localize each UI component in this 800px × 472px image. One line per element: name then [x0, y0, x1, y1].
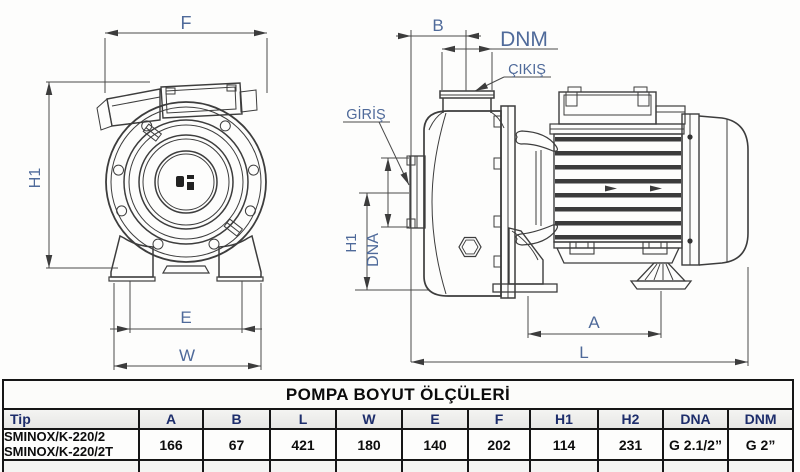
lantern-arms — [515, 130, 559, 246]
side-view — [406, 86, 749, 299]
value-cell-b: 67 — [202, 428, 271, 461]
fan-cover — [698, 115, 749, 266]
dim-label-e: E — [180, 308, 191, 327]
flange-tab — [142, 123, 244, 237]
inlet-port — [406, 155, 426, 229]
value-cell-a: 166 — [138, 428, 204, 461]
value-cell-f: 202 — [467, 428, 531, 461]
side-dimensions — [343, 30, 749, 366]
front-dimensions — [45, 29, 268, 370]
header-cell-tip: Tip — [2, 408, 140, 430]
front-dimension-labels: F H1 E W — [27, 13, 195, 365]
value-cell-l: 421 — [269, 428, 337, 461]
table-clipped-row — [2, 459, 795, 472]
front-casing-circles — [105, 101, 267, 263]
table-data-row: SMINOX/K-220/2 SMINOX/K-220/2T 166 67 42… — [2, 428, 795, 461]
mounting-flange — [493, 105, 516, 299]
dim-label-b: B — [432, 16, 443, 35]
front-terminal-box — [96, 82, 258, 131]
model-cell: SMINOX/K-220/2 SMINOX/K-220/2T — [2, 428, 140, 461]
header-cell-b: B — [202, 408, 271, 430]
table-header-row: Tip A B L W E F H1 H2 DNA DNM — [2, 408, 795, 430]
header-cell-l: L — [269, 408, 337, 430]
motor-top-cap — [549, 123, 685, 135]
header-cell-dna: DNA — [662, 408, 729, 430]
drain-plug — [458, 236, 482, 258]
value-cell-e: 140 — [401, 428, 469, 461]
model-name-1: SMINOX/K-220/2 — [4, 429, 106, 444]
pump-technical-drawing: F H1 E W — [27, 13, 749, 370]
value-cell-dna: G 2.1/2” — [662, 428, 729, 461]
dim-label-l: L — [579, 343, 588, 362]
support-bracket — [492, 227, 558, 293]
motor-fins — [553, 133, 683, 243]
dimension-table: POMPA BOYUT ÖLÇÜLERİ Tip A B L W E F H1 … — [1, 379, 795, 472]
outlet-label-cikis: ÇIKIŞ — [508, 62, 546, 78]
dimension-table-section: POMPA BOYUT ÖLÇÜLERİ Tip A B L W E F H1 … — [1, 379, 796, 472]
motor-end-ring — [681, 113, 700, 266]
dim-label-h1-side: H1 — [343, 233, 360, 252]
header-cell-h2: H2 — [597, 408, 664, 430]
motor-bottom — [553, 241, 683, 264]
value-cell-h2: 231 — [597, 428, 664, 461]
motor-foot — [629, 262, 693, 290]
dim-label-a: A — [588, 313, 600, 332]
flange-bolt-holes — [113, 120, 259, 250]
side-dimension-labels: B DNM ÇIKIŞ GİRİŞ H1 DNA A L — [343, 16, 600, 362]
inlet-label-giris: GİRİŞ — [346, 105, 385, 123]
dim-label-h1-front: H1 — [27, 168, 44, 189]
value-cell-w: 180 — [335, 428, 403, 461]
header-cell-e: E — [401, 408, 469, 430]
value-cell-dnm: G 2” — [726, 428, 795, 461]
dim-label-dna: DNA — [365, 233, 382, 267]
front-view — [96, 82, 267, 282]
front-feet — [108, 234, 264, 282]
header-cell-a: A — [138, 408, 204, 430]
model-name-2: SMINOX/K-220/2T — [4, 443, 114, 459]
hub-logo-mark — [176, 175, 194, 190]
header-cell-dnm: DNM — [726, 408, 795, 430]
table-title-row: POMPA BOYUT ÖLÇÜLERİ — [1, 379, 795, 410]
header-cell-h1: H1 — [529, 408, 599, 430]
dim-label-w: W — [179, 346, 195, 365]
dim-label-dnm: DNM — [500, 28, 548, 51]
header-cell-f: F — [467, 408, 531, 430]
value-cell-h1: 114 — [529, 428, 599, 461]
airflow-arrow — [605, 185, 662, 192]
side-terminal-box — [558, 86, 686, 125]
table-title: POMPA BOYUT ÖLÇÜLERİ — [1, 379, 795, 410]
pump-casing — [423, 110, 502, 297]
dim-label-f: F — [181, 13, 192, 33]
header-cell-w: W — [335, 408, 403, 430]
